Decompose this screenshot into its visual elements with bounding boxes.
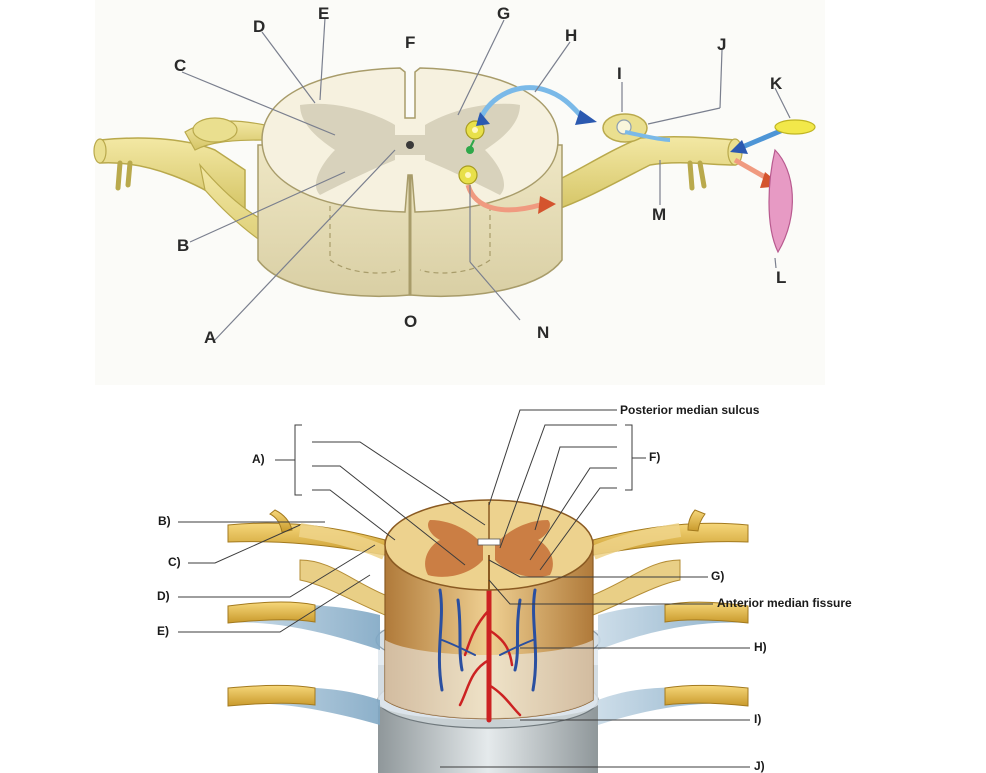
bottom-nerve-roots [227, 509, 749, 707]
label-c-bottom: C) [168, 555, 181, 569]
label-n-top: N [537, 323, 550, 342]
spinal-cord-cross-section [257, 67, 563, 297]
effector-muscle [768, 148, 793, 254]
label-j-top: J [717, 35, 727, 54]
label-i-top: I [617, 64, 622, 83]
label-b-top: B [177, 236, 190, 255]
top-leader-lines [181, 17, 791, 343]
label-d-top: D [253, 17, 266, 36]
label-posterior-median-sulcus: Posterior median sulcus [620, 403, 760, 417]
top-spinal-cord-figure [93, 0, 825, 385]
label-e-top: E [318, 4, 330, 23]
label-g-bottom: G) [711, 569, 725, 583]
label-m-top: M [652, 205, 667, 224]
label-j-bottom: J) [754, 759, 765, 773]
label-i-bottom: I) [754, 712, 762, 726]
sensory-receptor [774, 119, 816, 135]
motor-pathway-arrow [465, 184, 541, 213]
label-k-top: K [770, 74, 783, 93]
label-c-top: C [174, 56, 187, 75]
label-a-top: A [204, 328, 217, 347]
label-anterior-median-fissure: Anterior median fissure [717, 596, 852, 610]
blood-vessels [437, 582, 538, 723]
label-h-top: H [565, 26, 578, 45]
label-l-top: L [776, 268, 787, 287]
bottom-leader-lines [178, 409, 750, 768]
label-o-top: O [404, 312, 418, 331]
label-g-top: G [497, 4, 511, 23]
label-f-bottom: F) [649, 450, 661, 464]
right-spinal-nerve [547, 113, 743, 211]
label-d-bottom: D) [157, 589, 170, 603]
label-b-bottom: B) [158, 514, 171, 528]
bottom-spinal-cord-figure [178, 409, 750, 773]
label-e-bottom: E) [157, 624, 169, 638]
label-h-bottom: H) [754, 640, 767, 654]
label-a-bottom: A) [252, 452, 265, 466]
label-f-top: F [405, 33, 416, 52]
sensory-pathway-arrow [477, 85, 587, 122]
